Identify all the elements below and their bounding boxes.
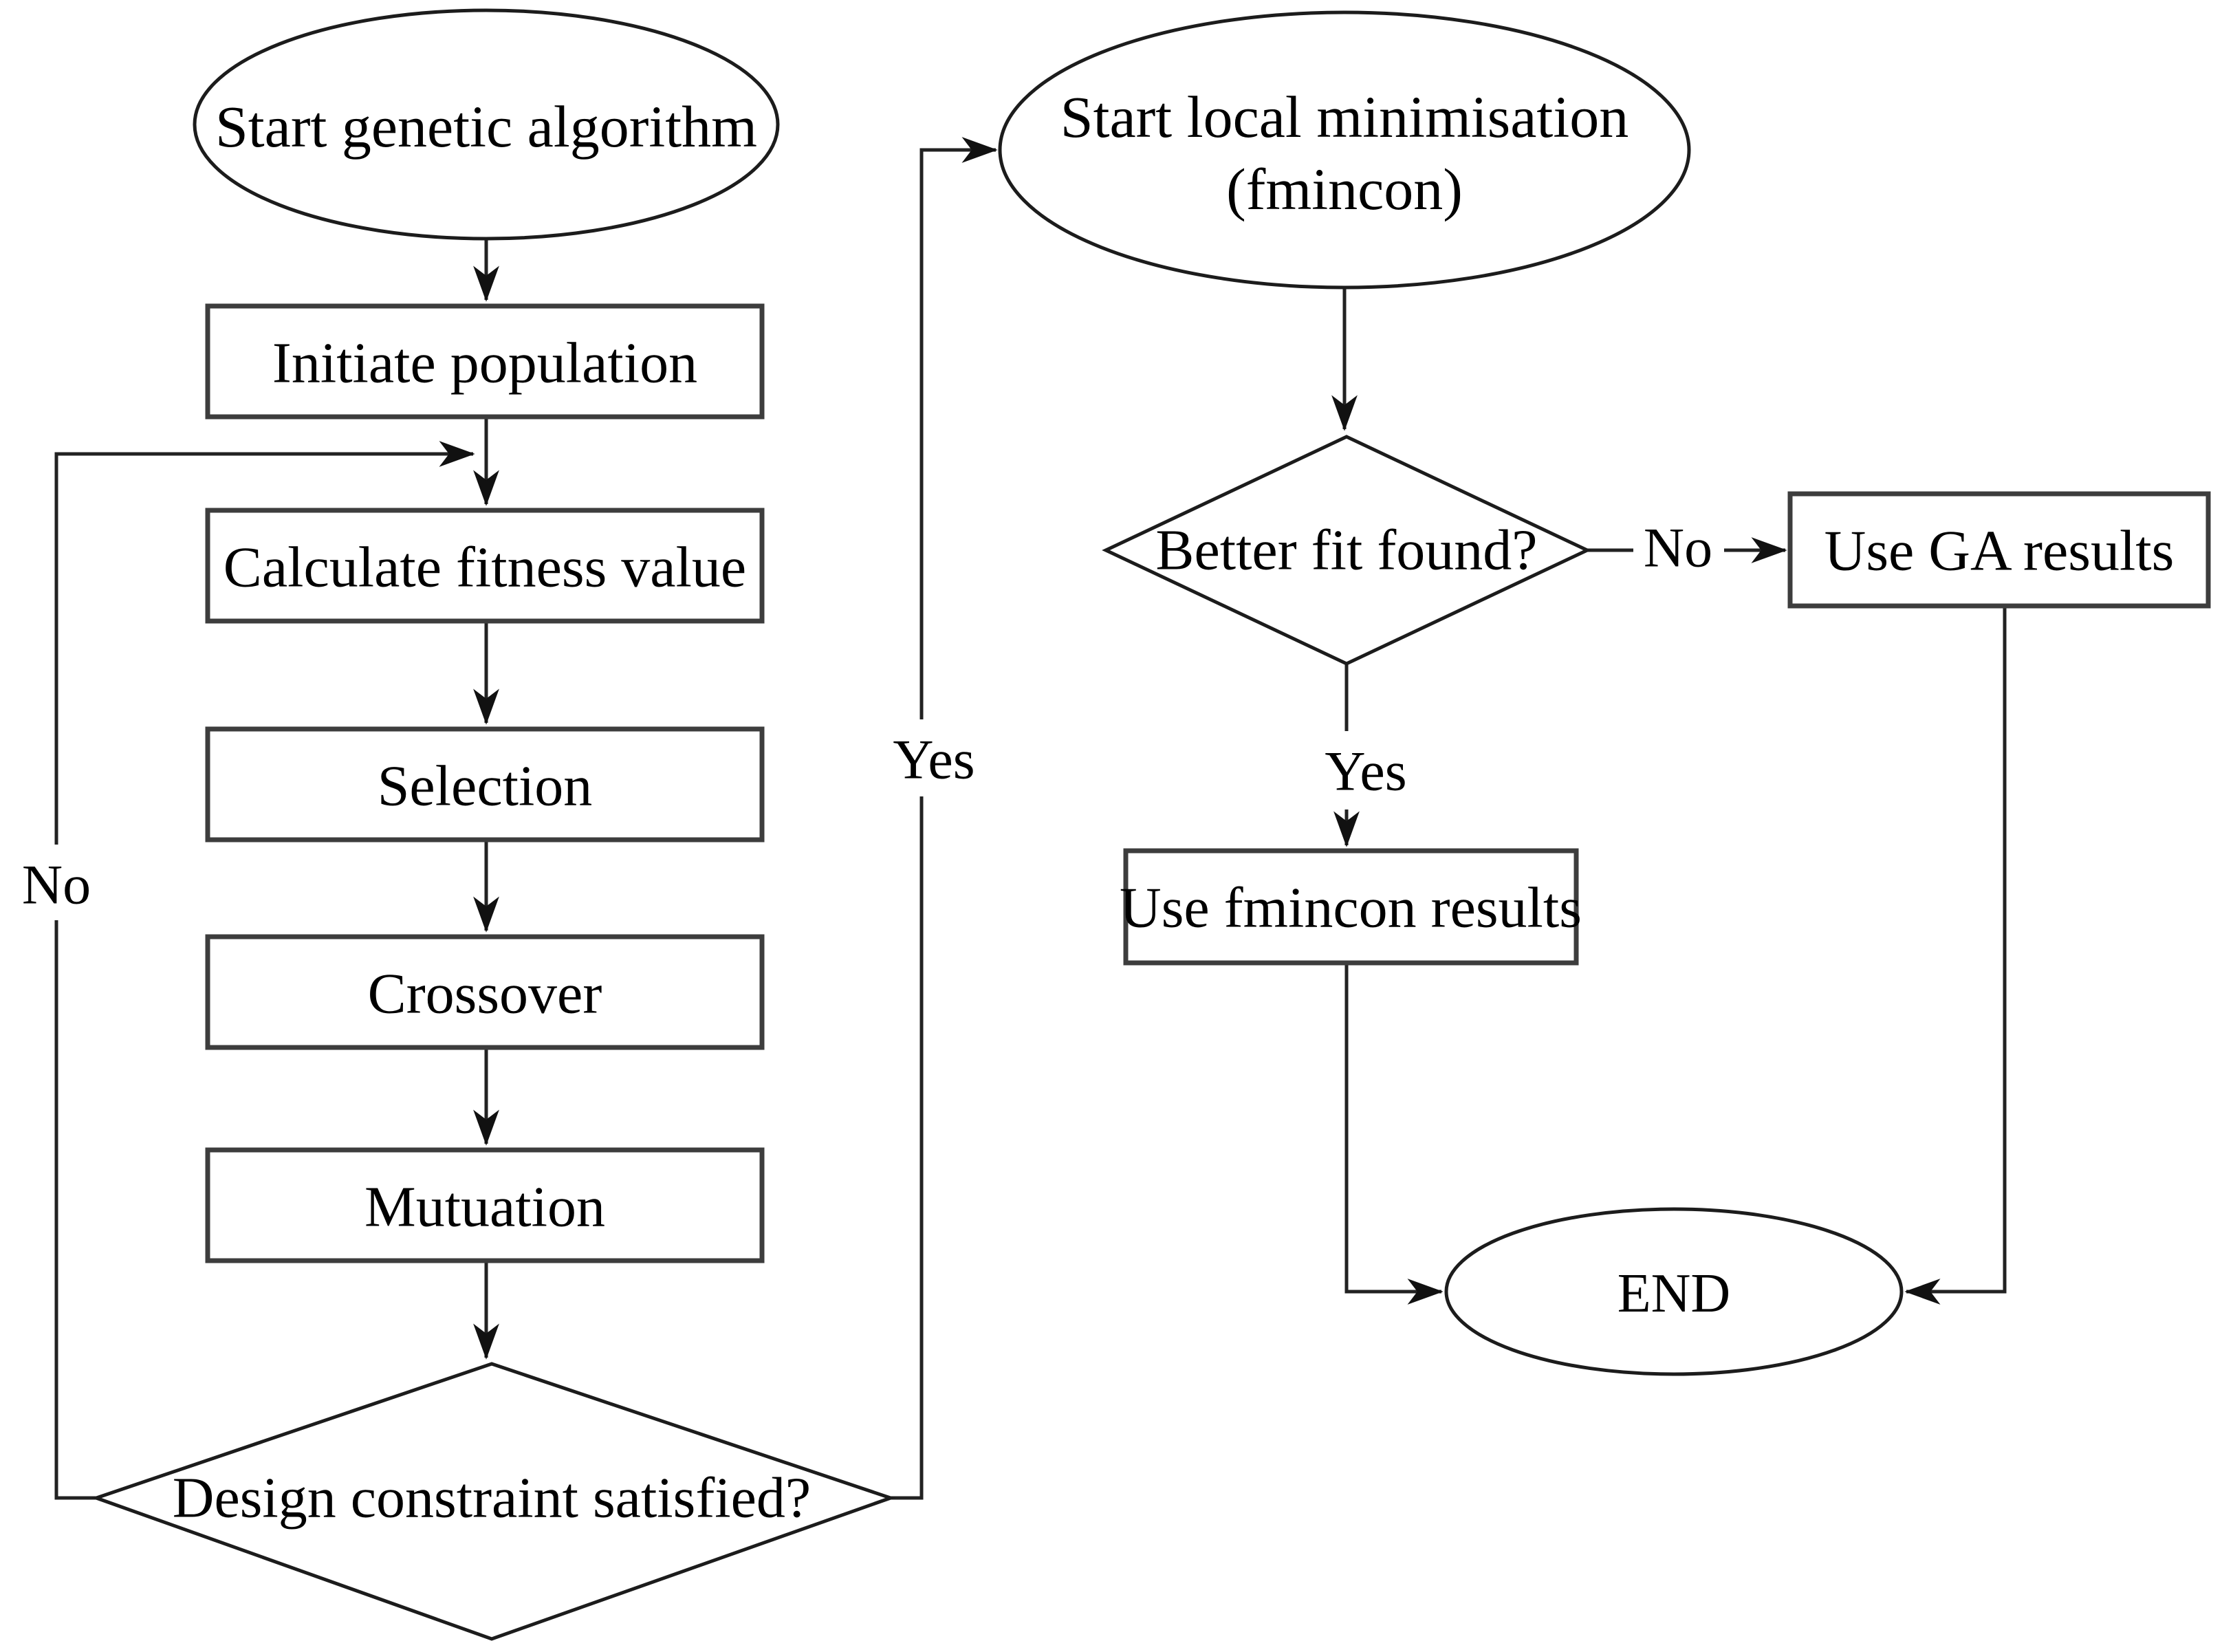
start-local-minimisation-shape	[998, 10, 1691, 290]
node-start-local-minimisation: Start local minimisation (fmincon)	[998, 10, 1691, 290]
nodes: Start genetic algorithm Initiate populat…	[91, 8, 2211, 1641]
edges	[54, 137, 2007, 1500]
edge-use-fmincon-to-end	[1344, 964, 1444, 1305]
better-fit-yes-label-group: Yes	[1322, 731, 1411, 809]
design-constraint-yes-label-group: Yes	[884, 719, 985, 796]
start-ga-label: Start genetic algorithm	[215, 94, 757, 160]
node-use-ga-results: Use GA results	[1787, 491, 2211, 609]
crossover-label: Crossover	[368, 962, 602, 1026]
end-label: END	[1618, 1263, 1730, 1324]
better-fit-no-label-group: No	[1633, 508, 1724, 585]
use-fmincon-results-label: Use fmincon results	[1120, 876, 1582, 940]
design-constraint-no-label: No	[22, 854, 91, 916]
use-ga-results-label: Use GA results	[1825, 519, 2175, 583]
node-selection: Selection	[205, 726, 765, 843]
design-constraint-no-label-group: No	[12, 845, 102, 920]
edge-labels: No Yes No Yes	[12, 508, 1724, 920]
start-ga-shape	[193, 8, 780, 241]
better-fit-yes-label: Yes	[1325, 740, 1406, 803]
node-mutation: Mutuation	[205, 1147, 765, 1263]
design-constraint-yes-label-bg	[884, 719, 985, 796]
design-constraint-no-label-bg	[12, 845, 102, 920]
node-initiate-population: Initiate population	[205, 303, 765, 420]
calculate-fitness-shape	[205, 508, 765, 624]
better-fit-no-label-bg	[1633, 508, 1724, 585]
crossover-shape	[205, 934, 765, 1050]
start-local-minimisation-label-line2: (fmincon)	[1226, 156, 1463, 222]
node-better-fit: Better fit found?	[1102, 435, 1591, 666]
start-local-minimisation-label-line1: Start local minimisation	[1060, 84, 1629, 150]
edge-design-constraint-yes-to-fmincon	[891, 137, 998, 1500]
better-fit-label: Better fit found?	[1155, 519, 1537, 583]
node-use-fmincon-results: Use fmincon results	[1120, 848, 1582, 966]
initiate-population-label: Initiate population	[272, 332, 697, 395]
better-fit-yes-label-bg	[1322, 731, 1411, 809]
initiate-population-shape	[205, 303, 765, 420]
selection-shape	[205, 726, 765, 843]
edge-use-ga-to-end	[1904, 607, 2007, 1305]
node-design-constraint: Design constraint satisfied?	[91, 1362, 896, 1641]
edge-design-constraint-no-loop	[54, 441, 475, 1500]
node-crossover: Crossover	[205, 934, 765, 1050]
design-constraint-yes-label: Yes	[893, 728, 974, 791]
calculate-fitness-label: Calculate fitness value	[224, 536, 746, 600]
use-fmincon-results-shape	[1123, 848, 1579, 966]
mutation-label: Mutuation	[364, 1175, 605, 1239]
better-fit-shape	[1102, 435, 1591, 666]
better-fit-no-label: No	[1644, 517, 1712, 579]
design-constraint-shape	[91, 1362, 896, 1641]
node-start-ga: Start genetic algorithm	[193, 8, 780, 241]
selection-label: Selection	[378, 754, 593, 818]
design-constraint-label: Design constraint satisfied?	[173, 1466, 811, 1530]
node-calculate-fitness: Calculate fitness value	[205, 508, 765, 624]
mutation-shape	[205, 1147, 765, 1263]
use-ga-results-shape	[1787, 491, 2211, 609]
node-end: END	[1444, 1207, 1904, 1376]
end-shape	[1444, 1207, 1904, 1376]
